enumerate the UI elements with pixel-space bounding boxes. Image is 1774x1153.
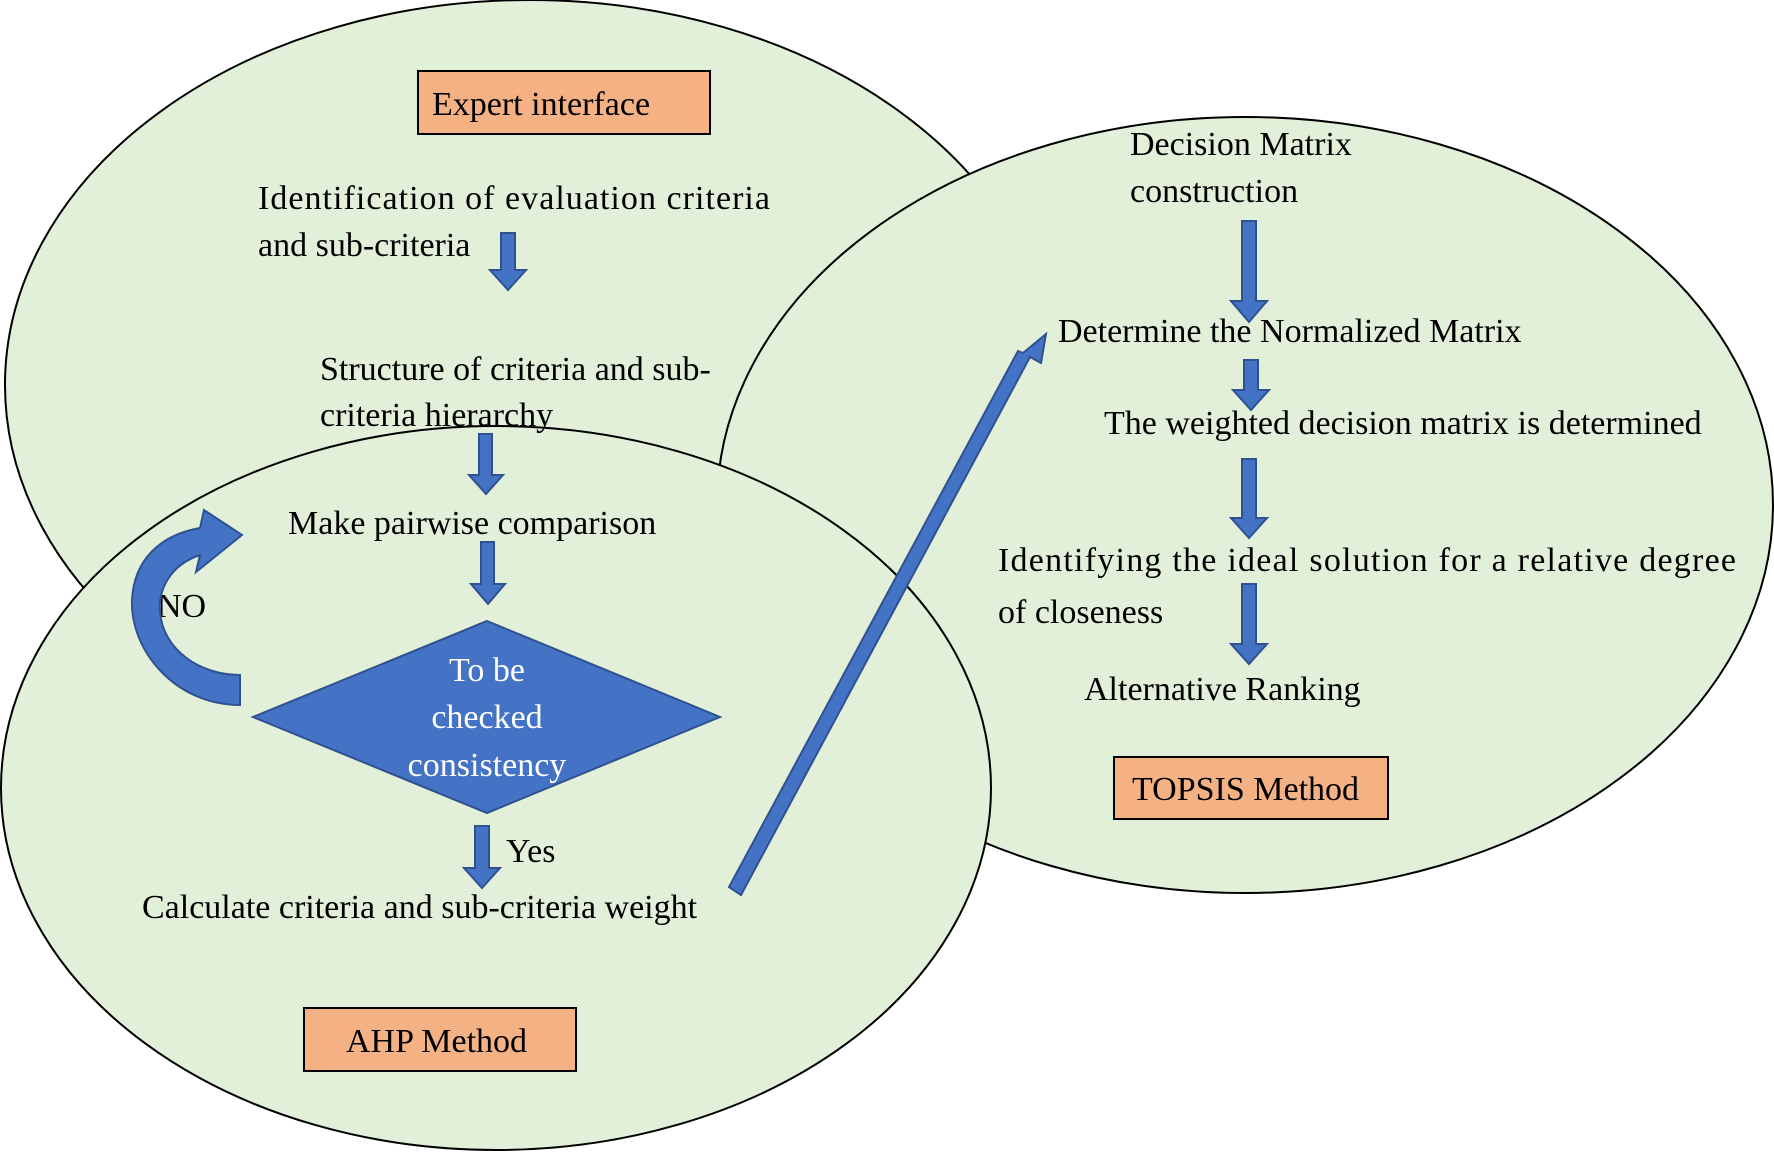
diagonal-arrow-icon bbox=[727, 331, 1048, 897]
expert-step-identification-line1: Identification of evaluation criteria bbox=[258, 180, 770, 217]
topsis-step-ranking: Alternative Ranking bbox=[1084, 671, 1361, 708]
topsis-step-ideal-line2: of closeness bbox=[998, 594, 1163, 631]
decision-text-line3: consistency bbox=[408, 747, 567, 784]
down-arrow-icon bbox=[1230, 359, 1272, 412]
topsis-step-decision-matrix-line2: construction bbox=[1130, 173, 1298, 210]
expert-interface-label-box bbox=[417, 70, 711, 135]
ahp-step-calculate-weight: Calculate criteria and sub-criteria weig… bbox=[142, 889, 698, 926]
ahp-step-structure-line2: criteria hierarchy bbox=[320, 397, 553, 434]
ahp-step-structure-line1: Structure of criteria and sub- bbox=[320, 351, 711, 388]
decision-text-line1: To be bbox=[449, 652, 525, 689]
down-arrow-icon bbox=[461, 825, 503, 890]
down-arrow-icon bbox=[1228, 220, 1270, 324]
ahp-method-label-box bbox=[303, 1007, 577, 1072]
topsis-method-label: TOPSIS Method bbox=[1132, 771, 1359, 808]
expert-step-identification-line2: and sub-criteria bbox=[258, 227, 470, 264]
ahp-step-pairwise: Make pairwise comparison bbox=[288, 505, 656, 542]
decision-text-line2: checked bbox=[431, 699, 542, 736]
topsis-step-normalized: Determine the Normalized Matrix bbox=[1058, 313, 1522, 350]
down-arrow-icon bbox=[466, 433, 506, 496]
topsis-step-weighted: The weighted decision matrix is determin… bbox=[1104, 405, 1702, 442]
expert-interface-label: Expert interface bbox=[432, 86, 650, 123]
down-arrow-icon bbox=[1228, 458, 1270, 540]
curved-feedback-arrow-icon bbox=[130, 508, 244, 707]
down-arrow-icon bbox=[1228, 583, 1270, 666]
down-arrow-icon bbox=[487, 232, 529, 292]
no-label: NO bbox=[157, 588, 206, 625]
topsis-method-label-box bbox=[1113, 756, 1389, 820]
ahp-method-label: AHP Method bbox=[346, 1023, 527, 1060]
down-arrow-icon bbox=[468, 541, 508, 606]
topsis-step-decision-matrix-line1: Decision Matrix bbox=[1130, 126, 1352, 163]
consistency-check-diamond bbox=[250, 619, 723, 815]
topsis-step-ideal-line1: Identifying the ideal solution for a rel… bbox=[998, 542, 1736, 579]
yes-label: Yes bbox=[506, 833, 555, 870]
